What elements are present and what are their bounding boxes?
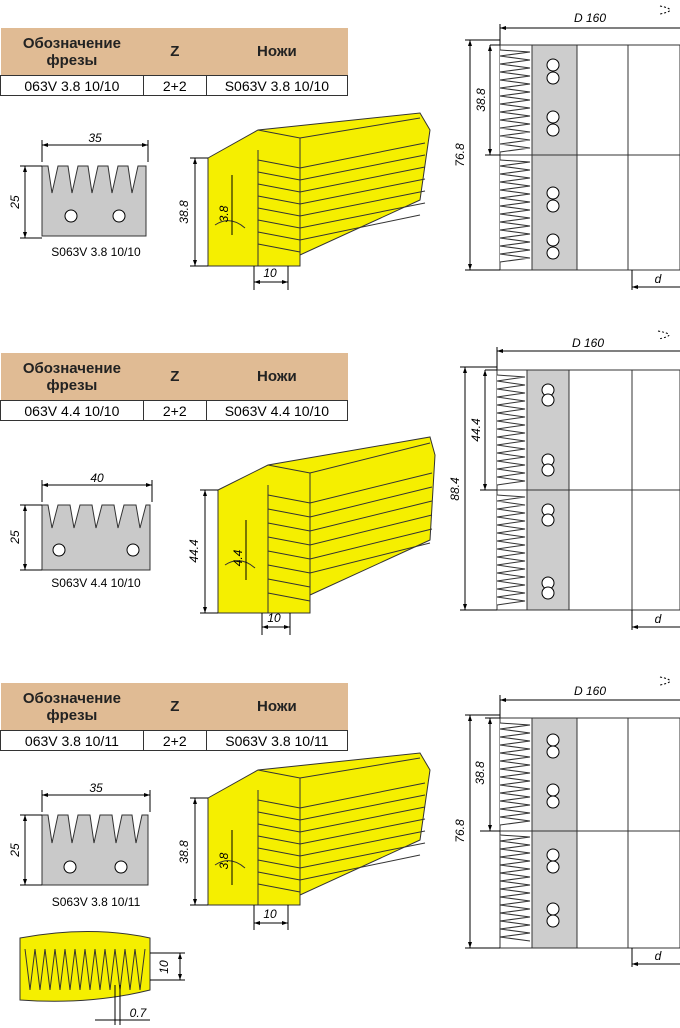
header-knives: Ножи (206, 683, 348, 731)
total-height-label: 76.8 (453, 143, 467, 167)
detail-height-label: 10 (157, 960, 171, 974)
header-z: Z (143, 683, 207, 731)
knife-height-label: 25 (8, 843, 22, 858)
finger-joint-profile: 38.8 3.8 10 (177, 752, 431, 930)
bore-label: d (655, 272, 662, 286)
knife-width-label: 40 (90, 471, 104, 485)
cell-designation: 063V 3.8 10/10 (0, 75, 144, 96)
knife-hole (126, 543, 140, 557)
cell-knives: S063V 4.4 10/10 (205, 400, 349, 421)
header-knives: Ножи (206, 28, 348, 76)
cutter-section: D 160 38.8 76.8 (453, 5, 680, 290)
knife-width-label: 35 (88, 131, 102, 145)
cell-z: 2+2 (142, 400, 207, 421)
header-z: Z (143, 353, 207, 401)
cell-designation: 063V 3.8 10/11 (0, 730, 144, 751)
knife-label: S063V 4.4 10/10 (51, 576, 141, 590)
total-height-label: 88.4 (448, 477, 462, 501)
tooth-pitch-label: 3.8 (217, 205, 231, 222)
depth-label: 10 (267, 611, 281, 625)
drawing-1: 35 25 S063V 3.8 10/10 (8, 5, 680, 290)
diameter-label: D 160 (574, 684, 606, 698)
knife-label: S063V 3.8 10/10 (51, 245, 141, 259)
cell-knives: S063V 3.8 10/10 (205, 75, 349, 96)
detail-gap-label: 0.7 (130, 1006, 148, 1020)
half-height-label: 38.8 (474, 88, 488, 112)
knife-hole (114, 860, 128, 874)
knife-hole (112, 209, 126, 223)
knife-hole (63, 860, 77, 874)
drawing-3: 35 25 S063V 3.8 10/11 (8, 676, 680, 1025)
knife-height-label: 25 (8, 530, 22, 545)
drawing-2: 40 25 S063V 4.4 10/10 (8, 330, 680, 635)
tooth-pitch-label: 4.4 (231, 549, 245, 566)
depth-label: 10 (263, 266, 277, 280)
profile-height-label: 38.8 (177, 200, 191, 224)
knife-hole (64, 209, 78, 223)
knife-width-label: 35 (89, 781, 103, 795)
diameter-label: D 160 (574, 11, 606, 25)
header-knives: Ножи (206, 353, 348, 401)
finger-joint-profile: 44.4 4.4 10 (187, 436, 436, 635)
finger-joint-profile: 38.8 3.8 10 (177, 112, 431, 290)
knife-drawing: 35 25 S063V 3.8 10/10 (8, 131, 149, 259)
cutter-section: D 160 38.8 76.8 d (453, 676, 680, 967)
knife-drawing: 40 25 S063V 4.4 10/10 (8, 471, 153, 590)
header-z: Z (143, 28, 207, 76)
cell-designation: 063V 4.4 10/10 (0, 400, 144, 421)
tooth-pitch-label: 3.8 (217, 852, 231, 869)
bore-label: d (655, 612, 662, 626)
knife-height-label: 25 (8, 195, 22, 210)
half-height-label: 44.4 (469, 418, 483, 442)
finger-joint-detail: 10 0.7 (19, 931, 185, 1025)
depth-label: 10 (263, 907, 277, 921)
bore-label: d (655, 949, 662, 963)
total-height-label: 76.8 (453, 819, 467, 843)
profile-height-label: 38.8 (177, 840, 191, 864)
cutter-section: D 160 44.4 88.4 d (448, 330, 680, 630)
cell-knives: S063V 3.8 10/11 (205, 730, 349, 751)
profile-height-label: 44.4 (187, 539, 201, 563)
half-height-label: 38.8 (473, 761, 487, 785)
knife-hole (52, 543, 66, 557)
diameter-label: D 160 (572, 336, 604, 350)
knife-label: S063V 3.8 10/11 (52, 895, 141, 909)
knife-drawing: 35 25 S063V 3.8 10/11 (8, 781, 151, 909)
